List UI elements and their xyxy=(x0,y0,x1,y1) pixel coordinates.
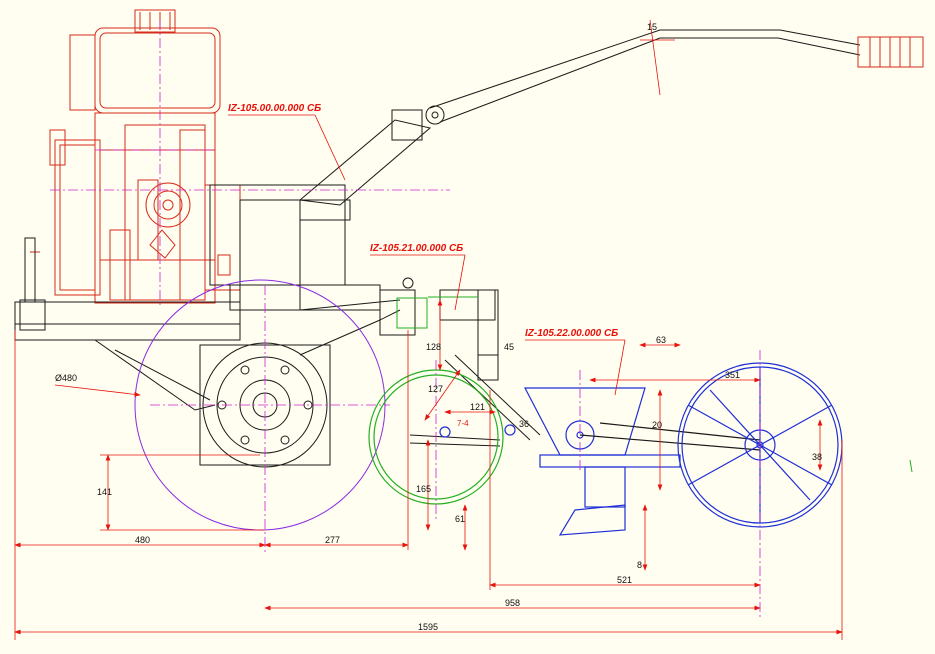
planter xyxy=(524,362,843,536)
engine xyxy=(30,9,241,304)
dim-61: 61 xyxy=(455,514,465,524)
dim-121: 121 xyxy=(470,402,485,412)
dim-141: 141 xyxy=(97,487,112,497)
dim-128: 128 xyxy=(426,342,441,352)
dim-277: 277 xyxy=(325,535,340,545)
dim-20: 20 xyxy=(652,420,662,430)
dimension-lines xyxy=(14,19,843,640)
frame xyxy=(14,29,924,447)
main-assembly-label: IZ-105.00.00.000 СБ xyxy=(228,103,321,114)
green-mark xyxy=(909,459,913,473)
dim-38: 38 xyxy=(812,452,822,462)
dim-1595: 1595 xyxy=(418,622,438,632)
dim-351: 351 xyxy=(725,370,740,380)
dim-45: 45 xyxy=(504,342,514,352)
dim-165: 165 xyxy=(416,484,431,494)
dim-480: 480 xyxy=(135,535,150,545)
planter-assembly-label: IZ-105.22.00.000 СБ xyxy=(525,328,618,339)
dim-958: 958 xyxy=(505,598,520,608)
dim-8: 8 xyxy=(637,560,642,570)
dim-36: 36 xyxy=(519,419,529,429)
hitch-assembly-label: IZ-105.21.00.000 СБ xyxy=(370,243,463,254)
section-label: 7-4 xyxy=(457,419,469,428)
dim-63: 63 xyxy=(656,335,666,345)
dim-521: 521 xyxy=(617,575,632,585)
dim-15: 15 xyxy=(647,22,657,32)
dim-wheel-diameter: Ø480 xyxy=(55,373,77,383)
dim-127: 127 xyxy=(428,384,443,394)
